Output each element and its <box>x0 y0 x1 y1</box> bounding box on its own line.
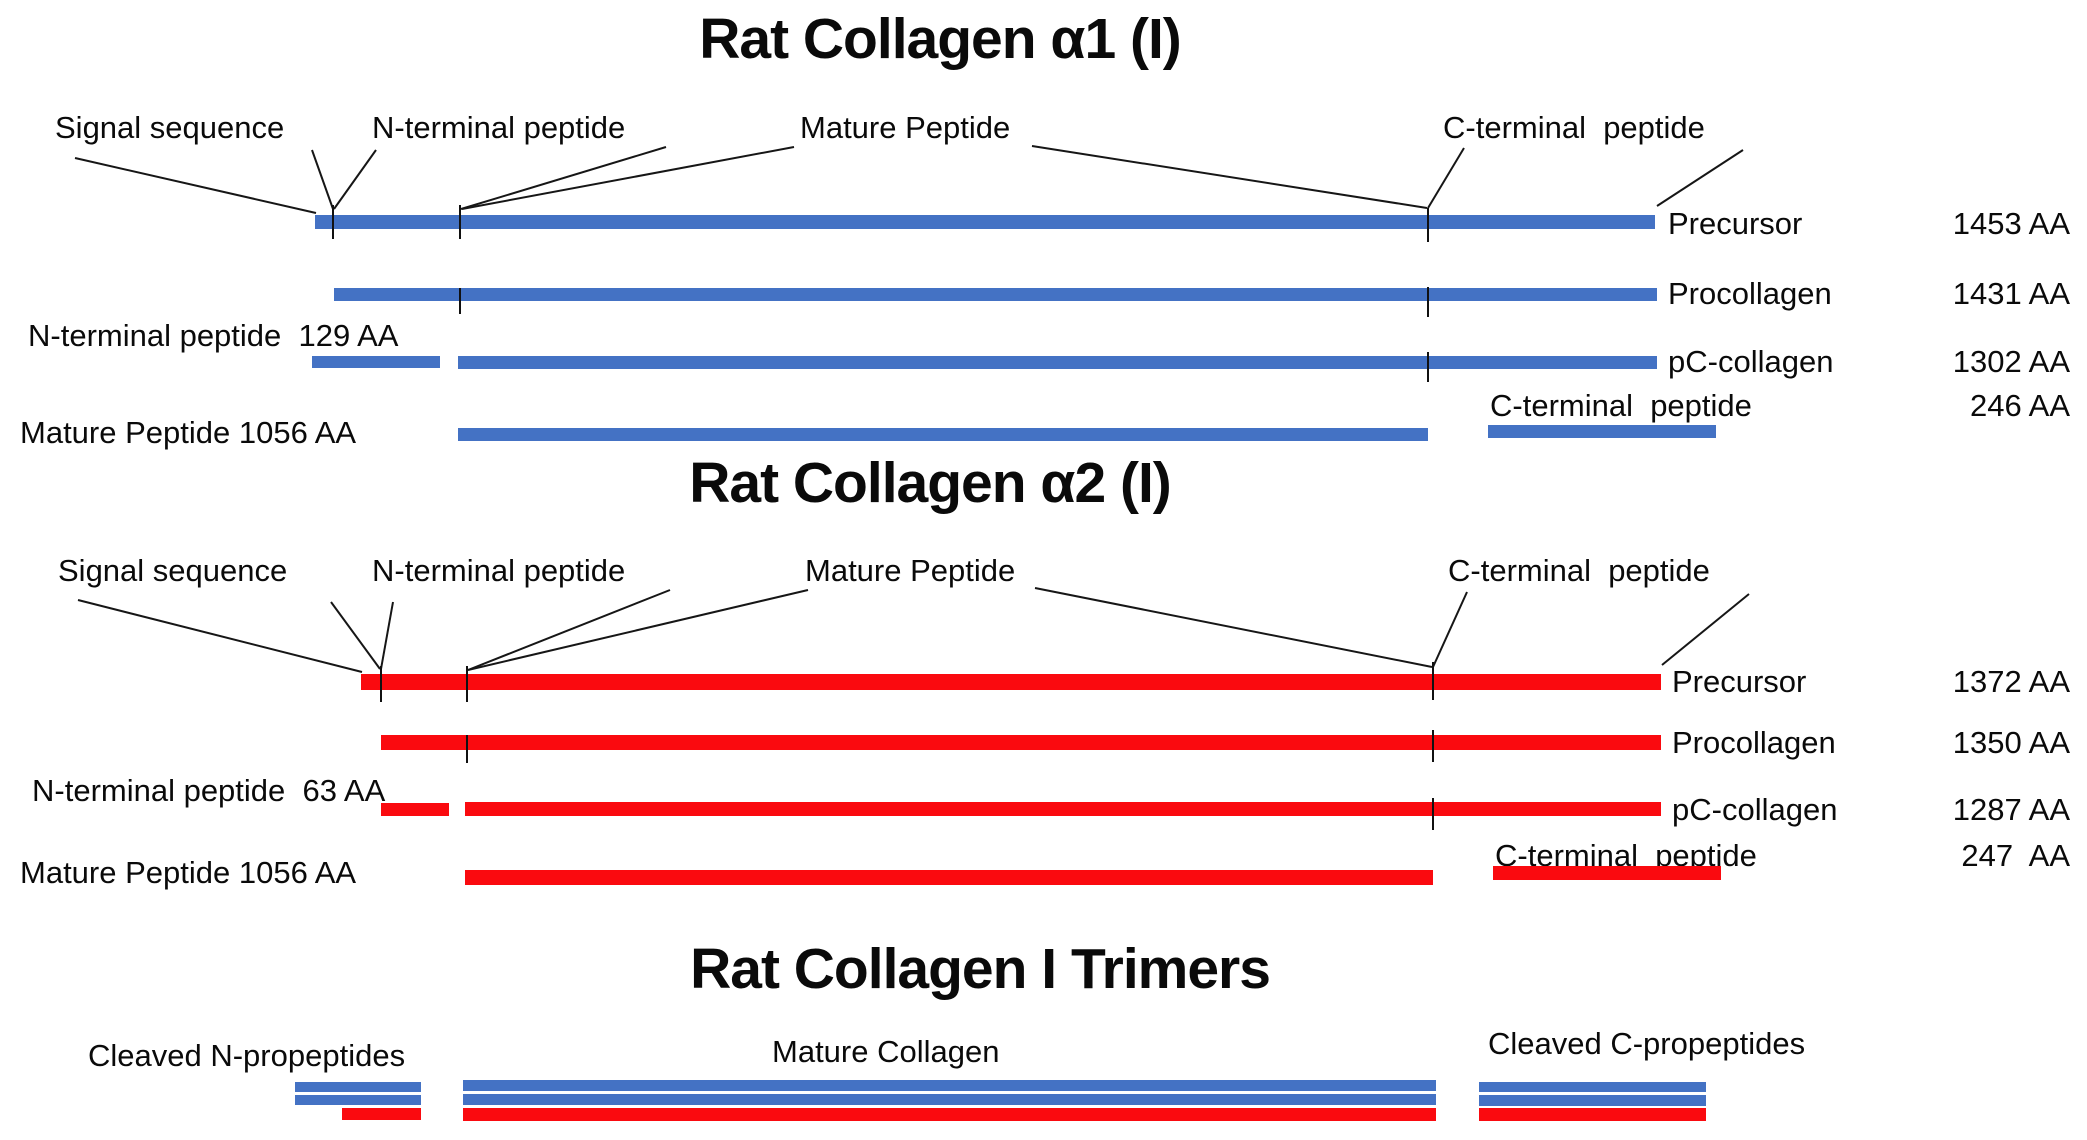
leader-line <box>467 589 671 671</box>
alpha1-cterm-peptide-label: C-terminal peptide <box>1490 388 1752 423</box>
trimer-c-propeptide-alpha2-bar <box>1479 1108 1706 1121</box>
alpha2-mature-peptide-label: Mature Peptide 1056 AA <box>20 855 357 890</box>
alpha2-cterm-callout-label: C-terminal peptide <box>1448 553 1710 588</box>
alpha1-precursor-bar <box>315 215 1655 229</box>
alpha2-procollagen-label: Procollagen <box>1672 725 1836 760</box>
cleavage-tick <box>466 735 468 763</box>
trimer-c-propeptide-alpha1-bar <box>1479 1095 1706 1106</box>
leader-line <box>1427 147 1465 209</box>
alpha1-procollagen-bar <box>334 288 1657 301</box>
alpha2-precursor-bar <box>361 674 1661 690</box>
alpha1-cterm-callout-label: C-terminal peptide <box>1443 110 1705 145</box>
cleavage-tick <box>466 666 468 702</box>
alpha1-cterm-peptide-aa: 246 AA <box>1970 388 2070 423</box>
cleavage-tick <box>332 205 334 239</box>
cleavage-tick <box>380 666 382 702</box>
alpha1-nterm-propeptide-bar <box>312 356 440 368</box>
alpha2-precursor-label: Precursor <box>1672 664 1807 699</box>
alpha2-signal-sequence-label: Signal sequence <box>58 553 288 588</box>
cleavage-tick <box>1432 730 1434 762</box>
leader-line <box>77 599 363 673</box>
trimers-title: Rat Collagen I Trimers <box>690 937 1271 1001</box>
alpha2-procollagen-bar <box>381 735 1661 750</box>
leader-line <box>380 601 394 670</box>
trimer-n-propeptide-alpha2-bar <box>342 1108 421 1120</box>
trimers-c-propeptides-label: Cleaved C-propeptides <box>1488 1026 1806 1061</box>
trimer-mature-alpha2-bar <box>463 1108 1436 1121</box>
cleavage-tick <box>1427 287 1429 317</box>
alpha2-pc-collagen-aa: 1287 AA <box>1952 792 2070 827</box>
cleavage-tick <box>459 205 461 239</box>
leader-line <box>1661 593 1750 666</box>
leader-line <box>1656 149 1744 207</box>
leader-line <box>460 146 667 210</box>
leader-line <box>333 149 377 210</box>
alpha1-pc-collagen-bar <box>458 356 1657 369</box>
alpha2-pc-collagen-label: pC-collagen <box>1672 792 1838 827</box>
cleavage-tick <box>1427 208 1429 242</box>
alpha1-cterm-peptide-bar <box>1488 425 1716 438</box>
cleavage-tick <box>1432 798 1434 830</box>
alpha1-nterm-callout-label: N-terminal peptide <box>372 110 626 145</box>
alpha2-title: Rat Collagen α2 (I) <box>689 451 1172 515</box>
leader-line <box>74 157 317 214</box>
alpha2-cterm-peptide-aa: 247 AA <box>1961 838 2070 873</box>
alpha1-mature-peptide-bar <box>458 428 1428 441</box>
leader-line <box>461 146 795 210</box>
alpha2-nterm-propeptide-bar <box>381 803 449 816</box>
leader-line <box>467 589 809 671</box>
alpha1-mature-peptide-label: Mature Peptide 1056 AA <box>20 415 357 450</box>
cleavage-tick <box>1427 352 1429 382</box>
alpha2-cterm-peptide-bar <box>1493 866 1721 880</box>
leader-line <box>1031 145 1428 209</box>
trimers-mature-collagen-label: Mature Collagen <box>772 1034 1000 1069</box>
cleavage-tick <box>1432 662 1434 700</box>
leader-line <box>1432 591 1468 668</box>
alpha1-precursor-label: Precursor <box>1668 206 1803 241</box>
alpha1-pc-collagen-label: pC-collagen <box>1668 344 1834 379</box>
alpha1-procollagen-aa: 1431 AA <box>1952 276 2070 311</box>
alpha1-mature-callout-label: Mature Peptide <box>800 110 1011 145</box>
alpha1-nterm-peptide-label: N-terminal peptide 129 AA <box>28 318 399 353</box>
trimer-n-propeptide-alpha1-bar <box>295 1082 421 1092</box>
trimer-n-propeptide-alpha1-bar <box>295 1095 421 1105</box>
cleavage-tick <box>459 288 461 314</box>
alpha1-precursor-aa: 1453 AA <box>1952 206 2070 241</box>
alpha1-procollagen-label: Procollagen <box>1668 276 1832 311</box>
leader-line <box>330 601 381 670</box>
trimer-mature-alpha1-bar <box>463 1080 1436 1091</box>
alpha2-mature-peptide-bar <box>465 870 1433 885</box>
trimer-c-propeptide-alpha1-bar <box>1479 1082 1706 1092</box>
alpha2-pc-collagen-bar <box>465 802 1661 816</box>
alpha1-signal-sequence-label: Signal sequence <box>55 110 285 145</box>
alpha2-procollagen-aa: 1350 AA <box>1952 725 2070 760</box>
alpha1-title: Rat Collagen α1 (I) <box>699 7 1182 71</box>
alpha2-nterm-callout-label: N-terminal peptide <box>372 553 626 588</box>
leader-line <box>311 149 334 210</box>
alpha1-pc-collagen-aa: 1302 AA <box>1952 344 2070 379</box>
trimers-n-propeptides-label: Cleaved N-propeptides <box>88 1038 406 1073</box>
alpha2-mature-callout-label: Mature Peptide <box>805 553 1016 588</box>
trimer-mature-alpha1-bar <box>463 1094 1436 1105</box>
leader-line <box>1034 587 1433 668</box>
alpha2-nterm-peptide-label: N-terminal peptide 63 AA <box>32 773 386 808</box>
alpha2-precursor-aa: 1372 AA <box>1952 664 2070 699</box>
